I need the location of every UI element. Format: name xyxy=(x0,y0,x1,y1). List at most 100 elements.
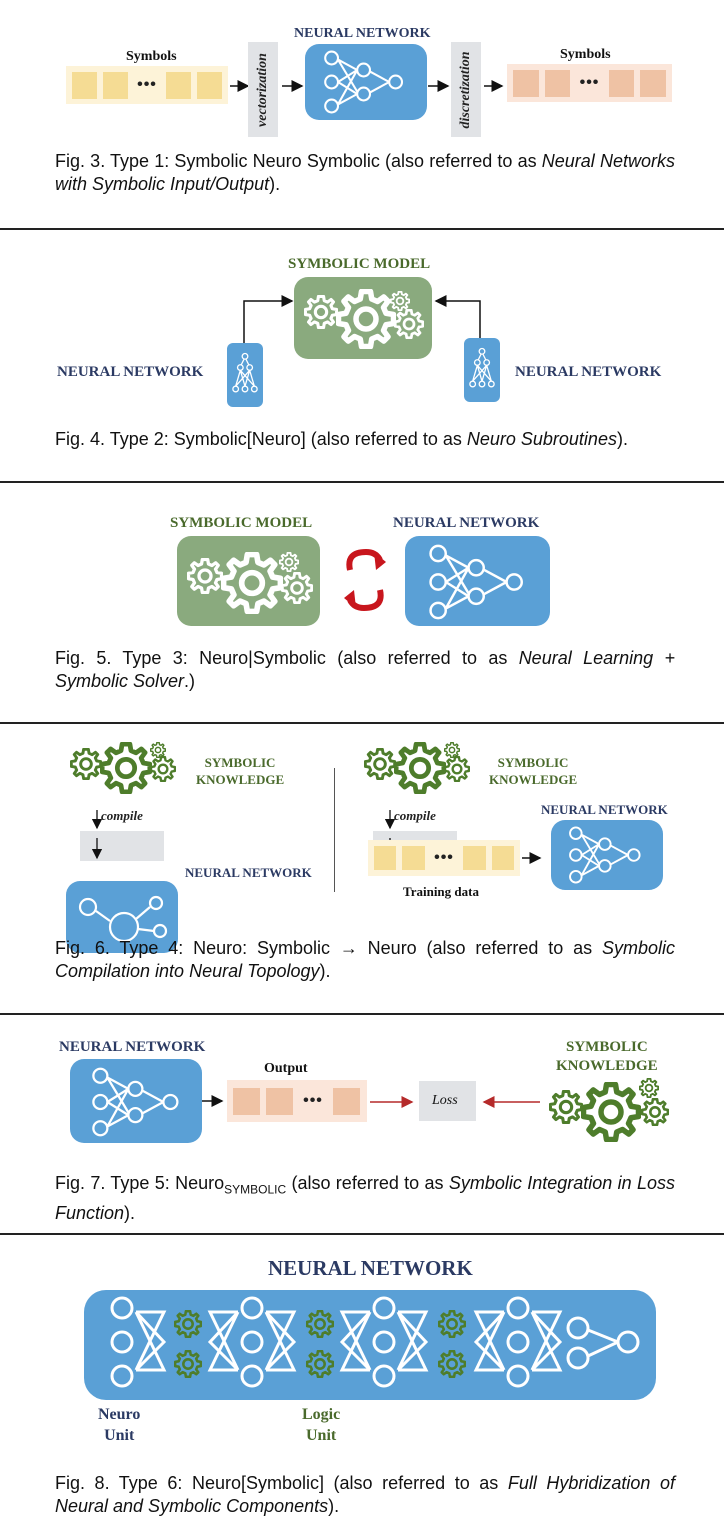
figure-7-caption: Fig. 7. Type 5: NeuroSYMBOLIC (also refe… xyxy=(55,1172,675,1225)
neural-network-box xyxy=(70,1059,202,1143)
connection-lines xyxy=(473,1310,506,1372)
compile-label: compile xyxy=(101,808,143,823)
connection-lines xyxy=(587,1328,619,1358)
label-line: KNOWLEDGE xyxy=(556,1058,658,1074)
neuron-node xyxy=(240,1330,264,1354)
neural-network-icon xyxy=(565,826,649,884)
arrow-icon xyxy=(428,80,450,92)
caption-text: ). xyxy=(319,961,331,981)
gears-icon xyxy=(187,552,313,614)
symbol-cell xyxy=(103,71,129,99)
arrow-icon xyxy=(484,80,504,92)
symbol-cell xyxy=(640,69,666,97)
loss-label: Loss xyxy=(432,1093,458,1108)
symbol-cell xyxy=(608,69,635,97)
label-line: Unit xyxy=(305,1427,337,1444)
caption-italic: Symbolic Integration in Loss Function xyxy=(55,1173,675,1223)
figure-8-caption: Fig. 8. Type 6: Neuro[Symbolic] (also re… xyxy=(55,1472,675,1518)
logic-gear-icon xyxy=(306,1310,334,1338)
logic-gear-icon xyxy=(174,1310,202,1338)
figure-5-caption: Fig. 5. Type 3: Neuro|Symbolic (also ref… xyxy=(55,647,675,693)
ellipsis: ••• xyxy=(303,1092,323,1109)
caption-text: ). xyxy=(616,429,628,449)
label-line: SYMBOLIC xyxy=(566,1039,648,1055)
nn-label: NEURAL NETWORK xyxy=(268,1256,473,1280)
neural-tree-icon xyxy=(468,344,496,396)
symbolic-model-box xyxy=(294,277,432,359)
gears-icon xyxy=(304,287,424,351)
output-strip: ••• xyxy=(227,1080,367,1122)
label-line: SYMBOLIC xyxy=(497,755,569,770)
connection-lines xyxy=(530,1310,563,1372)
logic-unit-label: Logic Unit xyxy=(302,1404,340,1446)
gears-icon xyxy=(364,742,470,798)
separator xyxy=(0,481,724,483)
logic-gear-icon xyxy=(174,1350,202,1378)
red-arrow-icon xyxy=(482,1096,540,1108)
neural-network-icon xyxy=(319,50,413,114)
compile-bar xyxy=(80,831,164,861)
output-symbols-label: Symbols xyxy=(560,47,611,62)
caption-text: .) xyxy=(184,671,196,691)
connector-arrow-left xyxy=(243,295,294,347)
neural-network-box xyxy=(66,881,178,953)
input-symbols-label: Symbols xyxy=(126,49,177,64)
vectorization-bar: vectorization xyxy=(248,42,278,137)
discretization-bar: discretization xyxy=(451,42,481,137)
separator xyxy=(0,228,724,230)
arrow-icon xyxy=(202,1095,224,1107)
label-line: Neuro xyxy=(98,1406,141,1423)
nn-right-label: NEURAL NETWORK xyxy=(515,364,662,380)
caption-subscript: SYMBOLIC xyxy=(224,1182,287,1197)
output-symbols-strip: ••• xyxy=(507,64,672,102)
vectorization-label: vectorization xyxy=(255,52,270,127)
neuron-node xyxy=(240,1296,264,1320)
figure-3-caption: Fig. 3. Type 1: Symbolic Neuro Symbolic … xyxy=(55,150,675,196)
symbol-cell xyxy=(233,1087,260,1115)
divider xyxy=(334,768,335,892)
symbol-cell xyxy=(463,846,486,870)
logic-gear-icon xyxy=(438,1350,466,1378)
connection-lines xyxy=(134,1310,167,1372)
symbol-cell xyxy=(513,69,539,97)
caption-italic: Neuro Subroutines xyxy=(466,429,617,449)
arrow-icon xyxy=(522,852,542,864)
output-label: Output xyxy=(264,1061,308,1076)
caption-text: Fig. 8. Type 6: Neuro[Symbolic] (also re… xyxy=(55,1473,508,1493)
neuron-node xyxy=(372,1296,396,1320)
training-data-label: Training data xyxy=(403,884,479,899)
neuron-node xyxy=(566,1316,590,1340)
symbol-cell xyxy=(402,846,425,870)
ellipsis: ••• xyxy=(137,76,157,93)
nn-label: NEURAL NETWORK xyxy=(294,26,431,41)
separator xyxy=(0,1233,724,1235)
label-line: Unit xyxy=(104,1427,135,1444)
compile-label: compile xyxy=(394,808,436,823)
neuron-node xyxy=(240,1364,264,1388)
symbol-cell xyxy=(165,71,191,99)
neural-network-icon xyxy=(425,544,533,620)
caption-italic: Full Hybridization of Neural and Symboli… xyxy=(55,1473,675,1516)
neuron-node xyxy=(616,1330,640,1354)
training-data-strip: ••• xyxy=(368,840,520,876)
neuro-unit-label: Neuro Unit xyxy=(98,1404,140,1446)
connector-arrow-right xyxy=(434,295,481,345)
symbol-cell xyxy=(333,1087,360,1115)
ellipsis: ••• xyxy=(434,849,454,866)
input-symbols-strip: ••• xyxy=(66,66,228,104)
symbol-cell xyxy=(544,69,571,97)
neural-network-box-left xyxy=(227,343,263,407)
caption-text: ). xyxy=(124,1202,136,1223)
caption-text: Fig. 5. Type 3: Neuro|Symbolic (also ref… xyxy=(55,648,519,668)
neuron-node xyxy=(372,1364,396,1388)
caption-text: Fig. 7. Type 5: Neuro xyxy=(55,1173,225,1193)
neuron-node xyxy=(372,1330,396,1354)
neural-network-box-right xyxy=(464,338,500,402)
nn-label: NEURAL NETWORK xyxy=(541,802,668,817)
arrow-icon xyxy=(91,838,103,860)
cycle-arrows-icon xyxy=(344,548,386,612)
loss-box: Loss xyxy=(419,1081,476,1121)
connection-lines xyxy=(207,1310,240,1372)
label-line: SYMBOLIC xyxy=(204,755,276,770)
figure-6-caption: Fig. 6. Type 4: Neuro: Symbolic → Neuro … xyxy=(55,937,675,983)
